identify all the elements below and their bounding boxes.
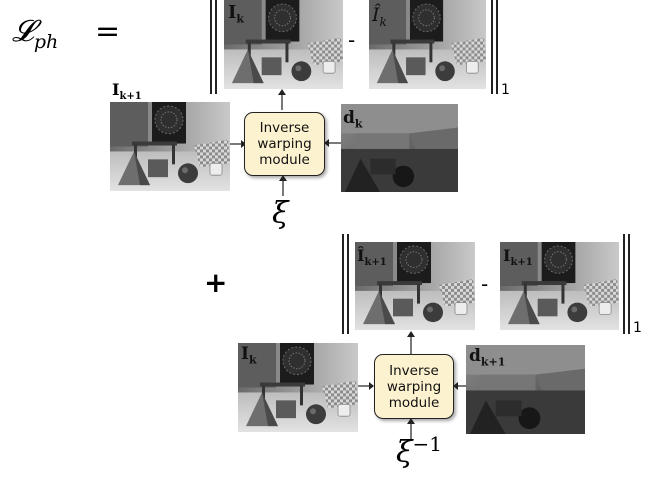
source-frame-letter: I bbox=[241, 344, 249, 364]
depth-map-image-1 bbox=[341, 104, 458, 192]
target-frame-label-2: Ik+1 bbox=[503, 246, 533, 268]
norm-bar-right-inner-1 bbox=[491, 0, 493, 94]
norm-bar-left-outer-2 bbox=[342, 234, 344, 334]
target-frame-letter: I bbox=[503, 246, 511, 265]
minus-sign-1: - bbox=[348, 28, 356, 52]
minus-sign-2: - bbox=[481, 272, 489, 296]
norm-bar-left-inner-2 bbox=[347, 234, 349, 334]
source-frame-letter: I bbox=[112, 80, 120, 99]
source-frame-subscript: k+1 bbox=[119, 91, 142, 103]
pose-symbol-1: ξ bbox=[272, 196, 289, 231]
depth-letter: d bbox=[343, 108, 355, 128]
norm-subscript-1: 1 bbox=[501, 82, 510, 98]
target-frame-image bbox=[224, 0, 343, 89]
plus-sign: + bbox=[204, 266, 228, 299]
source-frame-label-1: Ik+1 bbox=[112, 80, 142, 102]
loss-subscript: ph bbox=[33, 31, 59, 53]
norm-bar-right-outer-1 bbox=[496, 0, 498, 94]
norm-bar-right-outer-2 bbox=[628, 234, 630, 334]
pose-letter: ξ bbox=[396, 435, 413, 470]
warped-frame-image-2 bbox=[355, 242, 475, 330]
depth-letter: d bbox=[469, 346, 481, 366]
module-line-3: module bbox=[259, 152, 310, 168]
arrow-module-to-target-1 bbox=[278, 89, 286, 110]
norm-bar-left-inner-1 bbox=[215, 0, 217, 94]
depth-subscript: k bbox=[354, 117, 363, 131]
scene-photo bbox=[110, 102, 230, 191]
module-line-2: warping bbox=[257, 136, 312, 152]
loss-letter: 𝓛 bbox=[12, 14, 34, 49]
norm-bar-left-outer-1 bbox=[210, 0, 212, 94]
warped-frame-subscript: k bbox=[379, 14, 387, 29]
pose-superscript: −1 bbox=[412, 432, 443, 456]
module-line-3: module bbox=[388, 394, 440, 411]
norm-bar-right-inner-2 bbox=[623, 234, 625, 334]
module-line-2: warping bbox=[386, 378, 442, 395]
warped-frame-label-2: Îk+1 bbox=[357, 246, 387, 268]
warped-frame-letter: Î bbox=[372, 4, 380, 26]
depth-label-2: dk+1 bbox=[469, 346, 505, 368]
loss-symbol: 𝓛ph bbox=[12, 14, 58, 53]
norm-subscript-2: 1 bbox=[633, 320, 642, 336]
source-frame-subscript: k bbox=[248, 353, 257, 367]
warped-frame-image bbox=[369, 0, 486, 89]
warped-frame-label: Îk bbox=[372, 4, 387, 29]
depth-subscript: k+1 bbox=[480, 355, 506, 369]
source-frame-image-1 bbox=[110, 102, 230, 191]
inverse-warping-module-2: Inverse warping module bbox=[374, 354, 454, 419]
source-frame-label-2: Ik bbox=[241, 344, 257, 366]
arrow-module-to-warped-2 bbox=[407, 331, 415, 354]
module-text: Inverse warping module bbox=[387, 363, 441, 411]
arrow-pose-to-module-2 bbox=[407, 418, 415, 439]
depth-label-1: dk bbox=[343, 108, 363, 130]
warped-frame-subscript: k+1 bbox=[364, 257, 387, 269]
pose-symbol-2: ξ−1 bbox=[396, 432, 442, 470]
target-frame-letter: I bbox=[228, 2, 237, 23]
module-line-1: Inverse bbox=[259, 120, 310, 136]
warped-frame-letter: Î bbox=[357, 246, 365, 265]
target-frame-label: Ik bbox=[228, 2, 244, 26]
arrow-depth-to-module-1 bbox=[324, 139, 341, 147]
arrow-pose-to-module-1 bbox=[279, 175, 287, 196]
module-line-1: Inverse bbox=[389, 362, 439, 379]
source-frame-image-2 bbox=[238, 343, 358, 432]
equals-sign: = bbox=[95, 14, 121, 49]
inverse-warping-module-1: Inverse warping module bbox=[244, 112, 325, 176]
depth-map-image-2 bbox=[466, 345, 585, 434]
target-frame-image-2 bbox=[500, 242, 619, 330]
arrow-source-to-module-2 bbox=[358, 382, 374, 390]
target-frame-subscript: k bbox=[236, 12, 245, 26]
module-text: Inverse warping module bbox=[257, 120, 311, 168]
arrow-source-to-module-1 bbox=[230, 140, 246, 148]
target-frame-subscript: k+1 bbox=[510, 257, 533, 269]
